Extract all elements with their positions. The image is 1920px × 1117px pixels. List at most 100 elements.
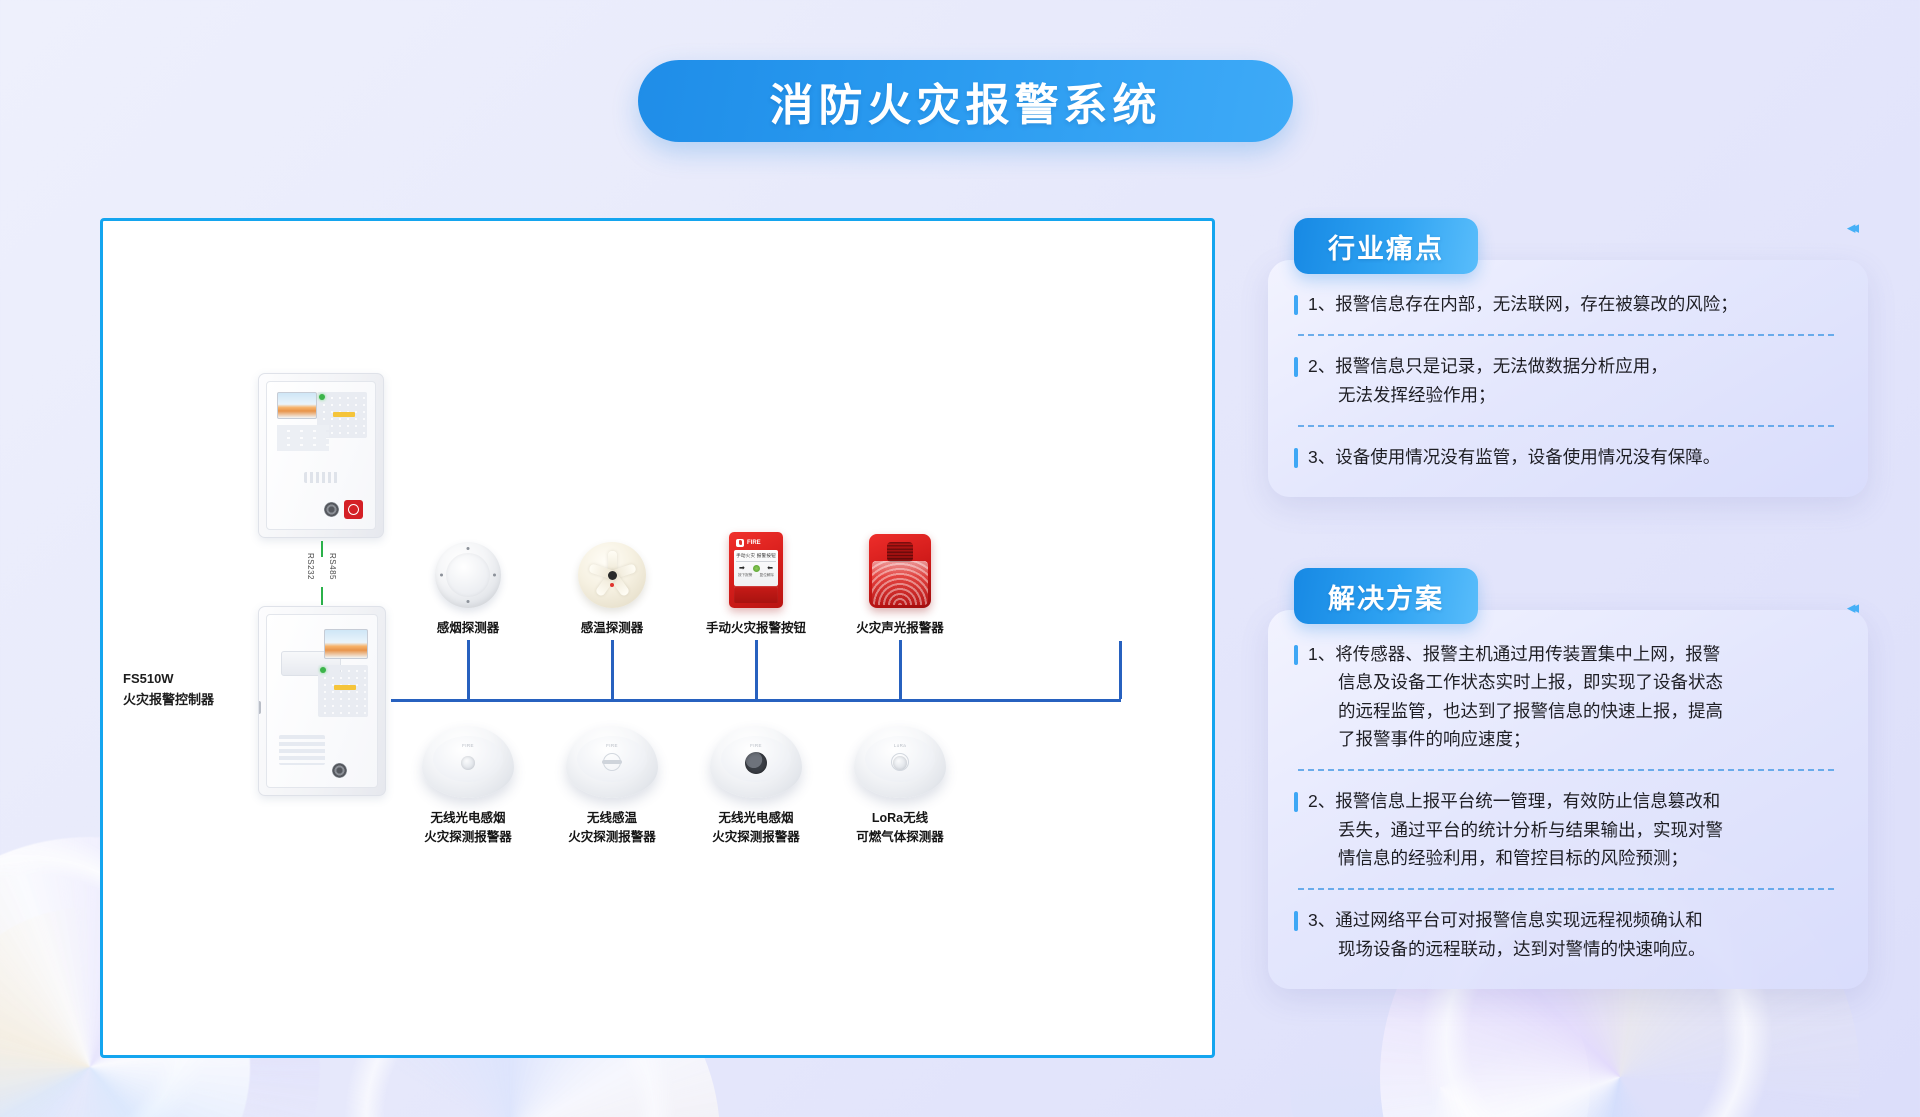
controller-speaker-icon bbox=[332, 763, 347, 778]
device-label-line2: 火灾探测报警器 bbox=[568, 830, 656, 845]
controller-name: 火灾报警控制器 bbox=[123, 691, 215, 707]
device-label-line1: 无线光电感烟 bbox=[430, 811, 506, 825]
pain-point-item: 1、报警信息存在内部，无法联网，存在被篡改的风险； bbox=[1294, 290, 1834, 318]
device-label: 感烟探测器 bbox=[436, 621, 500, 635]
pain-points-title: 行业痛点 bbox=[1328, 233, 1444, 264]
item-divider bbox=[1298, 425, 1834, 428]
system-topology-diagram: RS232 RS485 FS510W 火灾报警控制器 bbox=[100, 218, 1215, 1058]
fire-alarm-controller-fs510w bbox=[258, 606, 386, 796]
solutions-header: 解决方案 bbox=[1294, 568, 1478, 624]
device-node-wireless-smoke-2[interactable]: FIRE 无线光电感烟 火灾探测报警器 bbox=[671, 716, 841, 848]
bus-line-horizontal bbox=[391, 699, 1121, 702]
collapse-chevrons-icon[interactable]: ◂◂ bbox=[1846, 218, 1859, 237]
bus-drop-line bbox=[1119, 641, 1122, 699]
bullet-bar-icon bbox=[1294, 645, 1298, 665]
item-divider bbox=[1298, 769, 1834, 772]
solution-item: 1、将传感器、报警主机通过用传装置集中上网，报警 信息及设备工作状态实时上报，即… bbox=[1294, 640, 1834, 753]
bullet-bar-icon bbox=[1294, 357, 1298, 378]
device-label: LoRa无线 可燃气体探测器 bbox=[815, 809, 985, 848]
device-node-sounder-beacon[interactable]: 火灾声光报警器 bbox=[815, 526, 985, 638]
solution-text: 3、通过网络平台可对报警信息实现远程视频确认和 bbox=[1308, 910, 1703, 931]
solutions-body: 1、将传感器、报警主机通过用传装置集中上网，报警 信息及设备工作状态实时上报，即… bbox=[1268, 610, 1868, 990]
pain-point-item: 3、设备使用情况没有监管，设备使用情况没有保障。 bbox=[1294, 443, 1834, 471]
device-node-wireless-heat[interactable]: FIRE 无线感温 火灾探测报警器 bbox=[527, 716, 697, 848]
host-cert-badge-icon bbox=[344, 500, 363, 519]
bus-drop-line bbox=[899, 640, 902, 699]
lora-gas-detector-icon: LoRa bbox=[854, 726, 946, 798]
pain-point-text: 2、报警信息只是记录，无法做数据分析应用， bbox=[1308, 356, 1668, 377]
panel-handle-icon bbox=[259, 701, 261, 714]
bullet-bar-icon bbox=[1294, 911, 1298, 932]
pain-point-text: 3、设备使用情况没有监管，设备使用情况没有保障。 bbox=[1308, 447, 1721, 468]
bullet-bar-icon bbox=[1294, 448, 1298, 469]
controller-caption: FS510W 火灾报警控制器 bbox=[123, 669, 253, 711]
host-zone-grid-icon bbox=[277, 425, 329, 451]
wireless-photoelectric-smoke-icon: FIRE bbox=[710, 726, 802, 798]
device-node-manual-call-point[interactable]: FIRE 手动火灾 报警按钮 ➡⬅ 按下报警 复位解除 手动火灾报警按钮 bbox=[671, 526, 841, 638]
page-title: 消防火灾报警系统 bbox=[769, 81, 1162, 130]
bus-drop-line bbox=[467, 640, 470, 699]
host-screen-icon bbox=[277, 392, 317, 419]
device-node-smoke-detector[interactable]: 感烟探测器 bbox=[383, 526, 553, 638]
pain-point-text: 无法发挥经验作用； bbox=[1338, 384, 1496, 405]
device-label-line1: 无线光电感烟 bbox=[718, 811, 794, 825]
host-speaker-icon bbox=[324, 502, 339, 517]
device-node-lora-gas-detector[interactable]: LoRa LoRa无线 可燃气体探测器 bbox=[815, 716, 985, 848]
solutions-panel: ◂◂ 解决方案 1、将传感器、报警主机通过用传装置集中上网，报警 信息及设备工作… bbox=[1268, 568, 1868, 990]
controller-model: FS510W bbox=[123, 671, 174, 686]
wireless-heat-detector-icon: FIRE bbox=[566, 726, 658, 798]
bus-drop-line bbox=[755, 640, 758, 699]
rs-cable-gap bbox=[317, 557, 327, 587]
device-label-line2: 火灾探测报警器 bbox=[712, 830, 800, 845]
device-label: 无线光电感烟 火灾探测报警器 bbox=[383, 809, 553, 848]
solution-text: 情信息的经验利用，和管控目标的风险预测； bbox=[1338, 848, 1688, 869]
device-node-wireless-smoke-1[interactable]: FIRE 无线光电感烟 火灾探测报警器 bbox=[383, 716, 553, 848]
device-label: 火灾声光报警器 bbox=[856, 621, 944, 635]
item-divider bbox=[1298, 334, 1834, 337]
device-label: 无线感温 火灾探测报警器 bbox=[527, 809, 697, 848]
host-vent-icon bbox=[304, 472, 338, 483]
item-divider bbox=[1298, 888, 1834, 891]
cable-label-rs232: RS232 bbox=[306, 553, 315, 580]
solution-text: 丢失，通过平台的统计分析与结果输出，实现对警 bbox=[1338, 819, 1723, 840]
pain-points-header: 行业痛点 bbox=[1294, 218, 1478, 274]
pain-points-panel: ◂◂ 行业痛点 1、报警信息存在内部，无法联网，存在被篡改的风险； 2、报警信息… bbox=[1268, 218, 1868, 498]
solution-item: 3、通过网络平台可对报警信息实现远程视频确认和 现场设备的远程联动，达到对警情的… bbox=[1294, 906, 1834, 963]
solution-text: 了报警事件的响应速度； bbox=[1338, 729, 1531, 750]
manual-call-point-icon: FIRE 手动火灾 报警按钮 ➡⬅ 按下报警 复位解除 bbox=[729, 532, 783, 608]
pain-points-body: 1、报警信息存在内部，无法联网，存在被篡改的风险； 2、报警信息只是记录，无法做… bbox=[1268, 260, 1868, 498]
device-label-line1: LoRa无线 bbox=[871, 811, 929, 825]
call-point-face-title: 手动火灾 报警按钮 bbox=[736, 553, 776, 562]
solution-text: 1、将传感器、报警主机通过用传装置集中上网，报警 bbox=[1308, 644, 1721, 664]
bullet-bar-icon bbox=[1294, 792, 1298, 813]
smoke-detector-icon bbox=[435, 542, 501, 608]
solution-text: 现场设备的远程联动，达到对警情的快速响应。 bbox=[1338, 938, 1706, 959]
call-point-face-right: 复位解除 bbox=[759, 573, 774, 577]
call-point-face-left: 按下报警 bbox=[738, 573, 753, 577]
device-label: 手动火灾报警按钮 bbox=[705, 621, 806, 635]
controller-screen-icon bbox=[324, 629, 368, 659]
device-label: 感温探测器 bbox=[580, 621, 644, 635]
device-label-line1: 无线感温 bbox=[586, 811, 637, 825]
bus-drop-line bbox=[611, 640, 614, 699]
device-node-heat-detector[interactable]: 感温探测器 bbox=[527, 526, 697, 638]
pain-point-item: 2、报警信息只是记录，无法做数据分析应用， 无法发挥经验作用； bbox=[1294, 352, 1834, 409]
bullet-bar-icon bbox=[1294, 295, 1298, 315]
pain-point-text: 1、报警信息存在内部，无法联网，存在被篡改的风险； bbox=[1308, 294, 1738, 314]
device-label-line2: 可燃气体探测器 bbox=[856, 830, 944, 845]
cable-label-rs485: RS485 bbox=[328, 553, 337, 580]
solution-item: 2、报警信息上报平台统一管理，有效防止信息篡改和 丢失，通过平台的统计分析与结果… bbox=[1294, 787, 1834, 872]
controller-zone-grid-icon bbox=[279, 735, 325, 765]
solution-text: 2、报警信息上报平台统一管理，有效防止信息篡改和 bbox=[1308, 791, 1721, 812]
device-label-line2: 火灾探测报警器 bbox=[424, 830, 512, 845]
controller-keypad-icon bbox=[318, 665, 368, 717]
device-label: 无线光电感烟 火灾探测报警器 bbox=[671, 809, 841, 848]
collapse-chevrons-icon[interactable]: ◂◂ bbox=[1846, 598, 1859, 617]
page-title-banner: 消防火灾报警系统 bbox=[638, 60, 1293, 142]
wireless-photoelectric-smoke-icon: FIRE bbox=[422, 726, 514, 798]
heat-detector-icon bbox=[578, 542, 646, 608]
solution-text: 信息及设备工作状态实时上报，即实现了设备状态 bbox=[1338, 672, 1723, 693]
fire-alarm-host-upper bbox=[258, 373, 384, 538]
solutions-title: 解决方案 bbox=[1328, 583, 1444, 614]
solution-text: 的远程监管，也达到了报警信息的快速上报，提高 bbox=[1338, 700, 1723, 721]
